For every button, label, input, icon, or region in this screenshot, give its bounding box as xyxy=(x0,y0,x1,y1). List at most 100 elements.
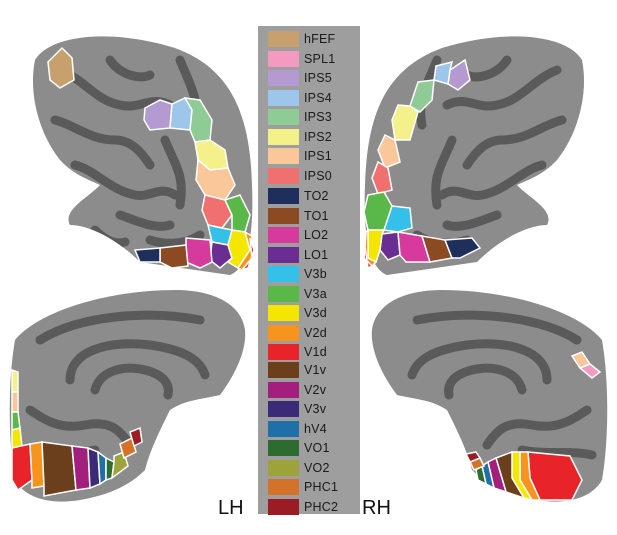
legend-item-hfef: hFEF xyxy=(268,30,335,48)
legend-swatch xyxy=(268,167,299,184)
legend-label: LO2 xyxy=(304,228,329,242)
legend-item-vo2: VO2 xyxy=(268,459,330,477)
legend-item-v2d: V2d xyxy=(268,324,327,342)
roi-lh-medial-hV4 xyxy=(97,450,107,486)
legend-label: V3a xyxy=(304,286,327,301)
legend-item-v2v: V2v xyxy=(268,381,326,399)
roi-lh-TO2 xyxy=(133,247,161,263)
legend-item-ips1: IPS1 xyxy=(268,147,332,165)
roi-lh-IPS1 xyxy=(195,158,236,201)
legend-item-v1d: V1d xyxy=(268,343,327,361)
legend-label: PHC2 xyxy=(304,499,339,514)
legend-item-v3v: V3v xyxy=(268,400,326,418)
legend-item-phc1: PHC1 xyxy=(268,478,338,496)
legend-swatch xyxy=(268,420,299,437)
roi-lh-medial-V2v xyxy=(71,445,91,491)
roi-rh-V1d xyxy=(363,231,374,270)
legend-label: IPS3 xyxy=(304,110,332,124)
legend-item-ips2: IPS2 xyxy=(268,128,332,146)
lh-medial-rois xyxy=(11,368,143,497)
roi-rh-IPS1 xyxy=(377,133,401,169)
rh-medial-sulci xyxy=(407,310,597,460)
legend-swatch xyxy=(268,188,299,204)
legend-label: V1v xyxy=(304,363,327,377)
legend-swatch xyxy=(268,305,299,321)
roi-lh-medial-IPS2 xyxy=(11,368,19,393)
roi-lh-medial-PHC2 xyxy=(129,426,143,448)
roi-rh-medial-SPL1 xyxy=(578,363,602,379)
roi-lh-medial-IPS1 xyxy=(11,391,19,413)
rh-lateral-rois xyxy=(363,58,482,270)
legend-swatch xyxy=(268,89,299,106)
legend-swatch xyxy=(268,498,299,515)
rh-medial-hemisphere xyxy=(371,290,608,502)
legend-item-lo1: LO1 xyxy=(268,246,328,264)
legend-item-ips0: IPS0 xyxy=(268,167,332,185)
legend-swatch xyxy=(268,109,299,125)
legend-item-v3d: V3d xyxy=(268,304,327,322)
legend-item-vo1: VO1 xyxy=(268,439,330,457)
legend-item-to1: TO1 xyxy=(268,207,329,225)
legend-item-ips3: IPS3 xyxy=(268,108,332,126)
legend-label: IPS2 xyxy=(304,129,332,144)
legend-item-ips5: IPS5 xyxy=(268,69,332,87)
legend-item-ips4: IPS4 xyxy=(268,89,332,107)
roi-rh-IPS4 xyxy=(433,60,454,85)
legend-label: V3v xyxy=(304,402,327,416)
legend-label: V3d xyxy=(304,306,327,320)
legend-swatch xyxy=(268,324,299,341)
roi-lh-medial-V3a xyxy=(11,411,21,431)
legend-swatch xyxy=(268,148,299,164)
legend-item-to2: TO2 xyxy=(268,187,329,205)
roi-lh-medial-PHC1 xyxy=(119,436,137,460)
legend-label: IPS0 xyxy=(304,168,332,183)
legend-item-lo2: LO2 xyxy=(268,226,328,244)
legend-label: PHC1 xyxy=(304,480,339,494)
legend-swatch xyxy=(268,266,299,282)
roi-lh-TO1 xyxy=(159,244,189,269)
legend-swatch xyxy=(268,207,299,224)
legend-item-phc2: PHC2 xyxy=(268,498,338,516)
legend-label: LO1 xyxy=(304,247,329,262)
legend-label: VO1 xyxy=(304,441,330,455)
legend-item-v3a: V3a xyxy=(268,285,327,303)
legend-item-spl1: SPL1 xyxy=(268,50,335,68)
legend-swatch xyxy=(268,401,299,417)
legend-label: TO1 xyxy=(304,208,329,223)
legend-label: IPS4 xyxy=(304,90,332,105)
roi-lh-LO2 xyxy=(185,237,213,269)
legend-item-v3b: V3b xyxy=(268,265,327,283)
rh-medial-rois xyxy=(464,351,602,502)
legend-label: hV4 xyxy=(304,421,327,436)
legend-swatch xyxy=(268,227,299,243)
roi-lh-medial-V1d xyxy=(11,443,33,492)
roi-lh-medial-V2d xyxy=(29,441,45,489)
roi-lh-medial-V1v xyxy=(41,441,77,497)
right-hemisphere-label: RH xyxy=(362,497,391,519)
legend-item-v1v: V1v xyxy=(268,361,326,379)
roi-rh-IPS3 xyxy=(409,79,435,113)
roi-rh-LO2 xyxy=(397,231,432,263)
roi-rh-IPS0 xyxy=(371,160,393,195)
roi-lh-V1d xyxy=(239,237,255,272)
legend-swatch xyxy=(268,381,299,398)
roi-rh-IPS2 xyxy=(391,104,419,141)
legend-label: hFEF xyxy=(304,32,336,46)
roi-rh-medial-PHC2 xyxy=(464,451,482,463)
left-hemisphere-label: LH xyxy=(218,497,244,519)
roi-rh-V3b xyxy=(383,205,413,233)
legend-label: V3b xyxy=(304,267,327,281)
legend-swatch xyxy=(268,440,299,456)
lh-lateral-rois xyxy=(47,46,255,272)
legend-swatch xyxy=(268,362,299,378)
legend-label: V2v xyxy=(304,382,327,397)
legend-item-hv4: hV4 xyxy=(268,420,327,438)
legend-swatch xyxy=(268,50,299,67)
legend-swatch xyxy=(268,479,299,495)
legend-swatch xyxy=(268,31,299,47)
legend-swatch xyxy=(268,246,299,263)
legend-label: SPL1 xyxy=(304,51,336,66)
legend-label: IPS1 xyxy=(304,149,332,163)
roi-lh-hFEF xyxy=(47,46,75,89)
